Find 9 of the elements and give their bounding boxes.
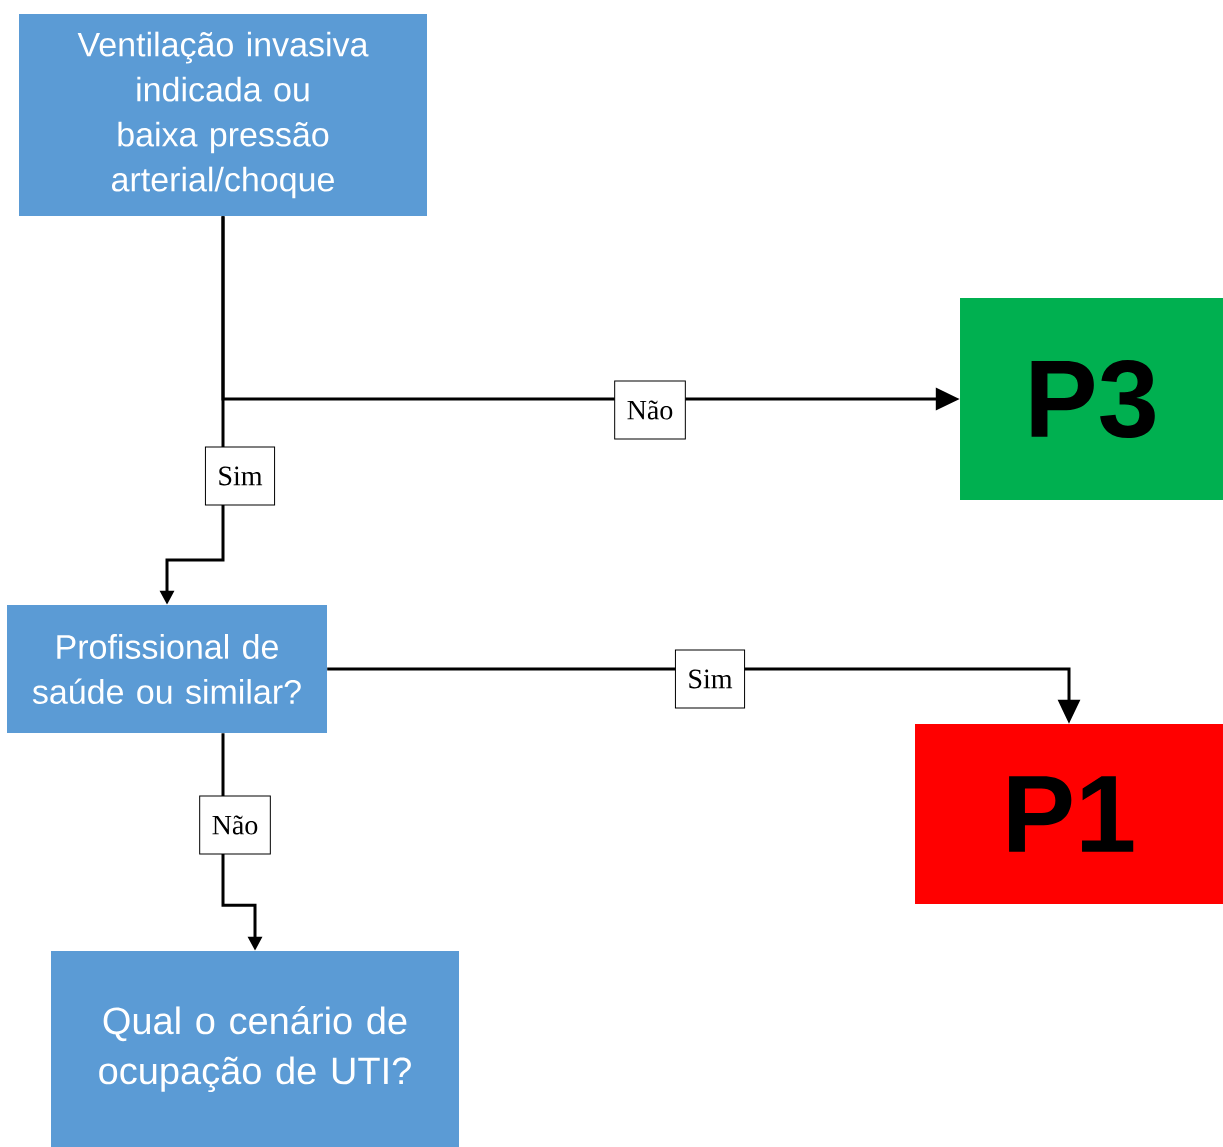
process-box: Qual o cenário de ocupação de UTI? (51, 951, 459, 1147)
result-box: P3 (960, 298, 1223, 500)
decision-box: Profissional de saúde ou similar? (7, 605, 327, 733)
process-box: Ventilação invasiva indicada ou baixa pressão arterial/choque (19, 14, 427, 216)
edge-label: Sim (674, 649, 746, 709)
edge-label: Não (614, 380, 686, 440)
edge-label: Sim (204, 446, 276, 506)
result-box: P1 (915, 724, 1223, 904)
edge-label: Não (199, 795, 271, 855)
